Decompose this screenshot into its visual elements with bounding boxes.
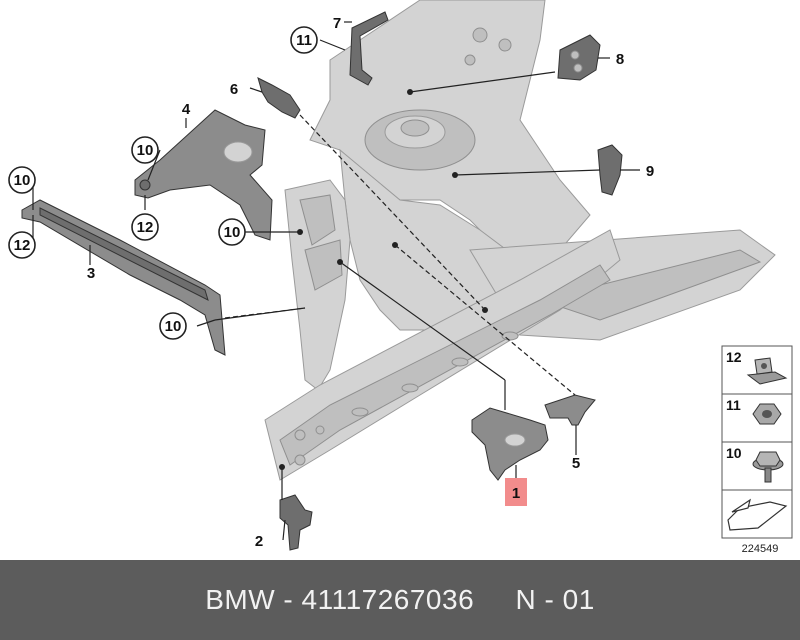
parts-diagram: 1 2 3 4 5 6 7 8 9 10 12 10 12 10 10 11 1… (8, 0, 793, 555)
callout-4: 4 (182, 101, 191, 118)
part-3-bracket (21, 199, 226, 356)
callout-7: 7 (333, 15, 341, 32)
legend-number-10: 10 (726, 445, 742, 461)
hex-nut-icon (752, 403, 782, 425)
part-4-bracket (134, 109, 273, 241)
part-number-caption: BMW - 41117267036 N - 01 (205, 584, 595, 615)
callout-12-a: 12 (8, 231, 36, 259)
legend-number-11: 11 (726, 397, 741, 413)
callout-10-c: 10 (218, 218, 246, 246)
leader-dots (279, 89, 488, 470)
dashed-leaders (224, 114, 576, 396)
callout-10-b: 10 (131, 136, 159, 164)
callout-1: 1 (512, 485, 520, 502)
callout-11: 11 (290, 26, 318, 54)
part-9-bracket (597, 144, 623, 196)
callout-8: 8 (616, 51, 624, 68)
legend-number-12: 12 (726, 349, 742, 365)
clip-nut-icon (746, 357, 788, 385)
callout-12-b: 12 (131, 213, 159, 241)
svg-text:10: 10 (14, 172, 31, 189)
svg-text:10: 10 (224, 224, 241, 241)
callout-6: 6 (230, 81, 238, 98)
callout-2: 2 (255, 533, 263, 550)
callout-10-d: 10 (159, 312, 187, 340)
part-8-bracket (557, 34, 601, 81)
svg-text:10: 10 (165, 318, 182, 335)
svg-text:11: 11 (296, 32, 312, 49)
part-1-bracket (471, 407, 549, 481)
svg-text:12: 12 (137, 219, 154, 236)
direction-arrow-icon (727, 498, 788, 531)
part-7-bracket (349, 11, 389, 86)
callout-9: 9 (646, 163, 654, 180)
flange-bolt-icon (752, 451, 784, 483)
callout-1-highlight (505, 478, 527, 506)
callout-3: 3 (87, 265, 95, 282)
body-structure (264, 0, 776, 481)
diagram-reference-number: 224549 (742, 543, 779, 555)
svg-text:12: 12 (14, 237, 31, 254)
part-6-bracket (257, 77, 301, 119)
svg-text:10: 10 (137, 142, 154, 159)
fastener-legend: 12 11 10 224549 (721, 345, 793, 555)
callout-10-a: 10 (8, 166, 36, 194)
part-5-bracket (544, 394, 596, 426)
footer-bar: BMW - 41117267036 N - 01 (0, 560, 800, 640)
callout-5: 5 (572, 455, 580, 472)
